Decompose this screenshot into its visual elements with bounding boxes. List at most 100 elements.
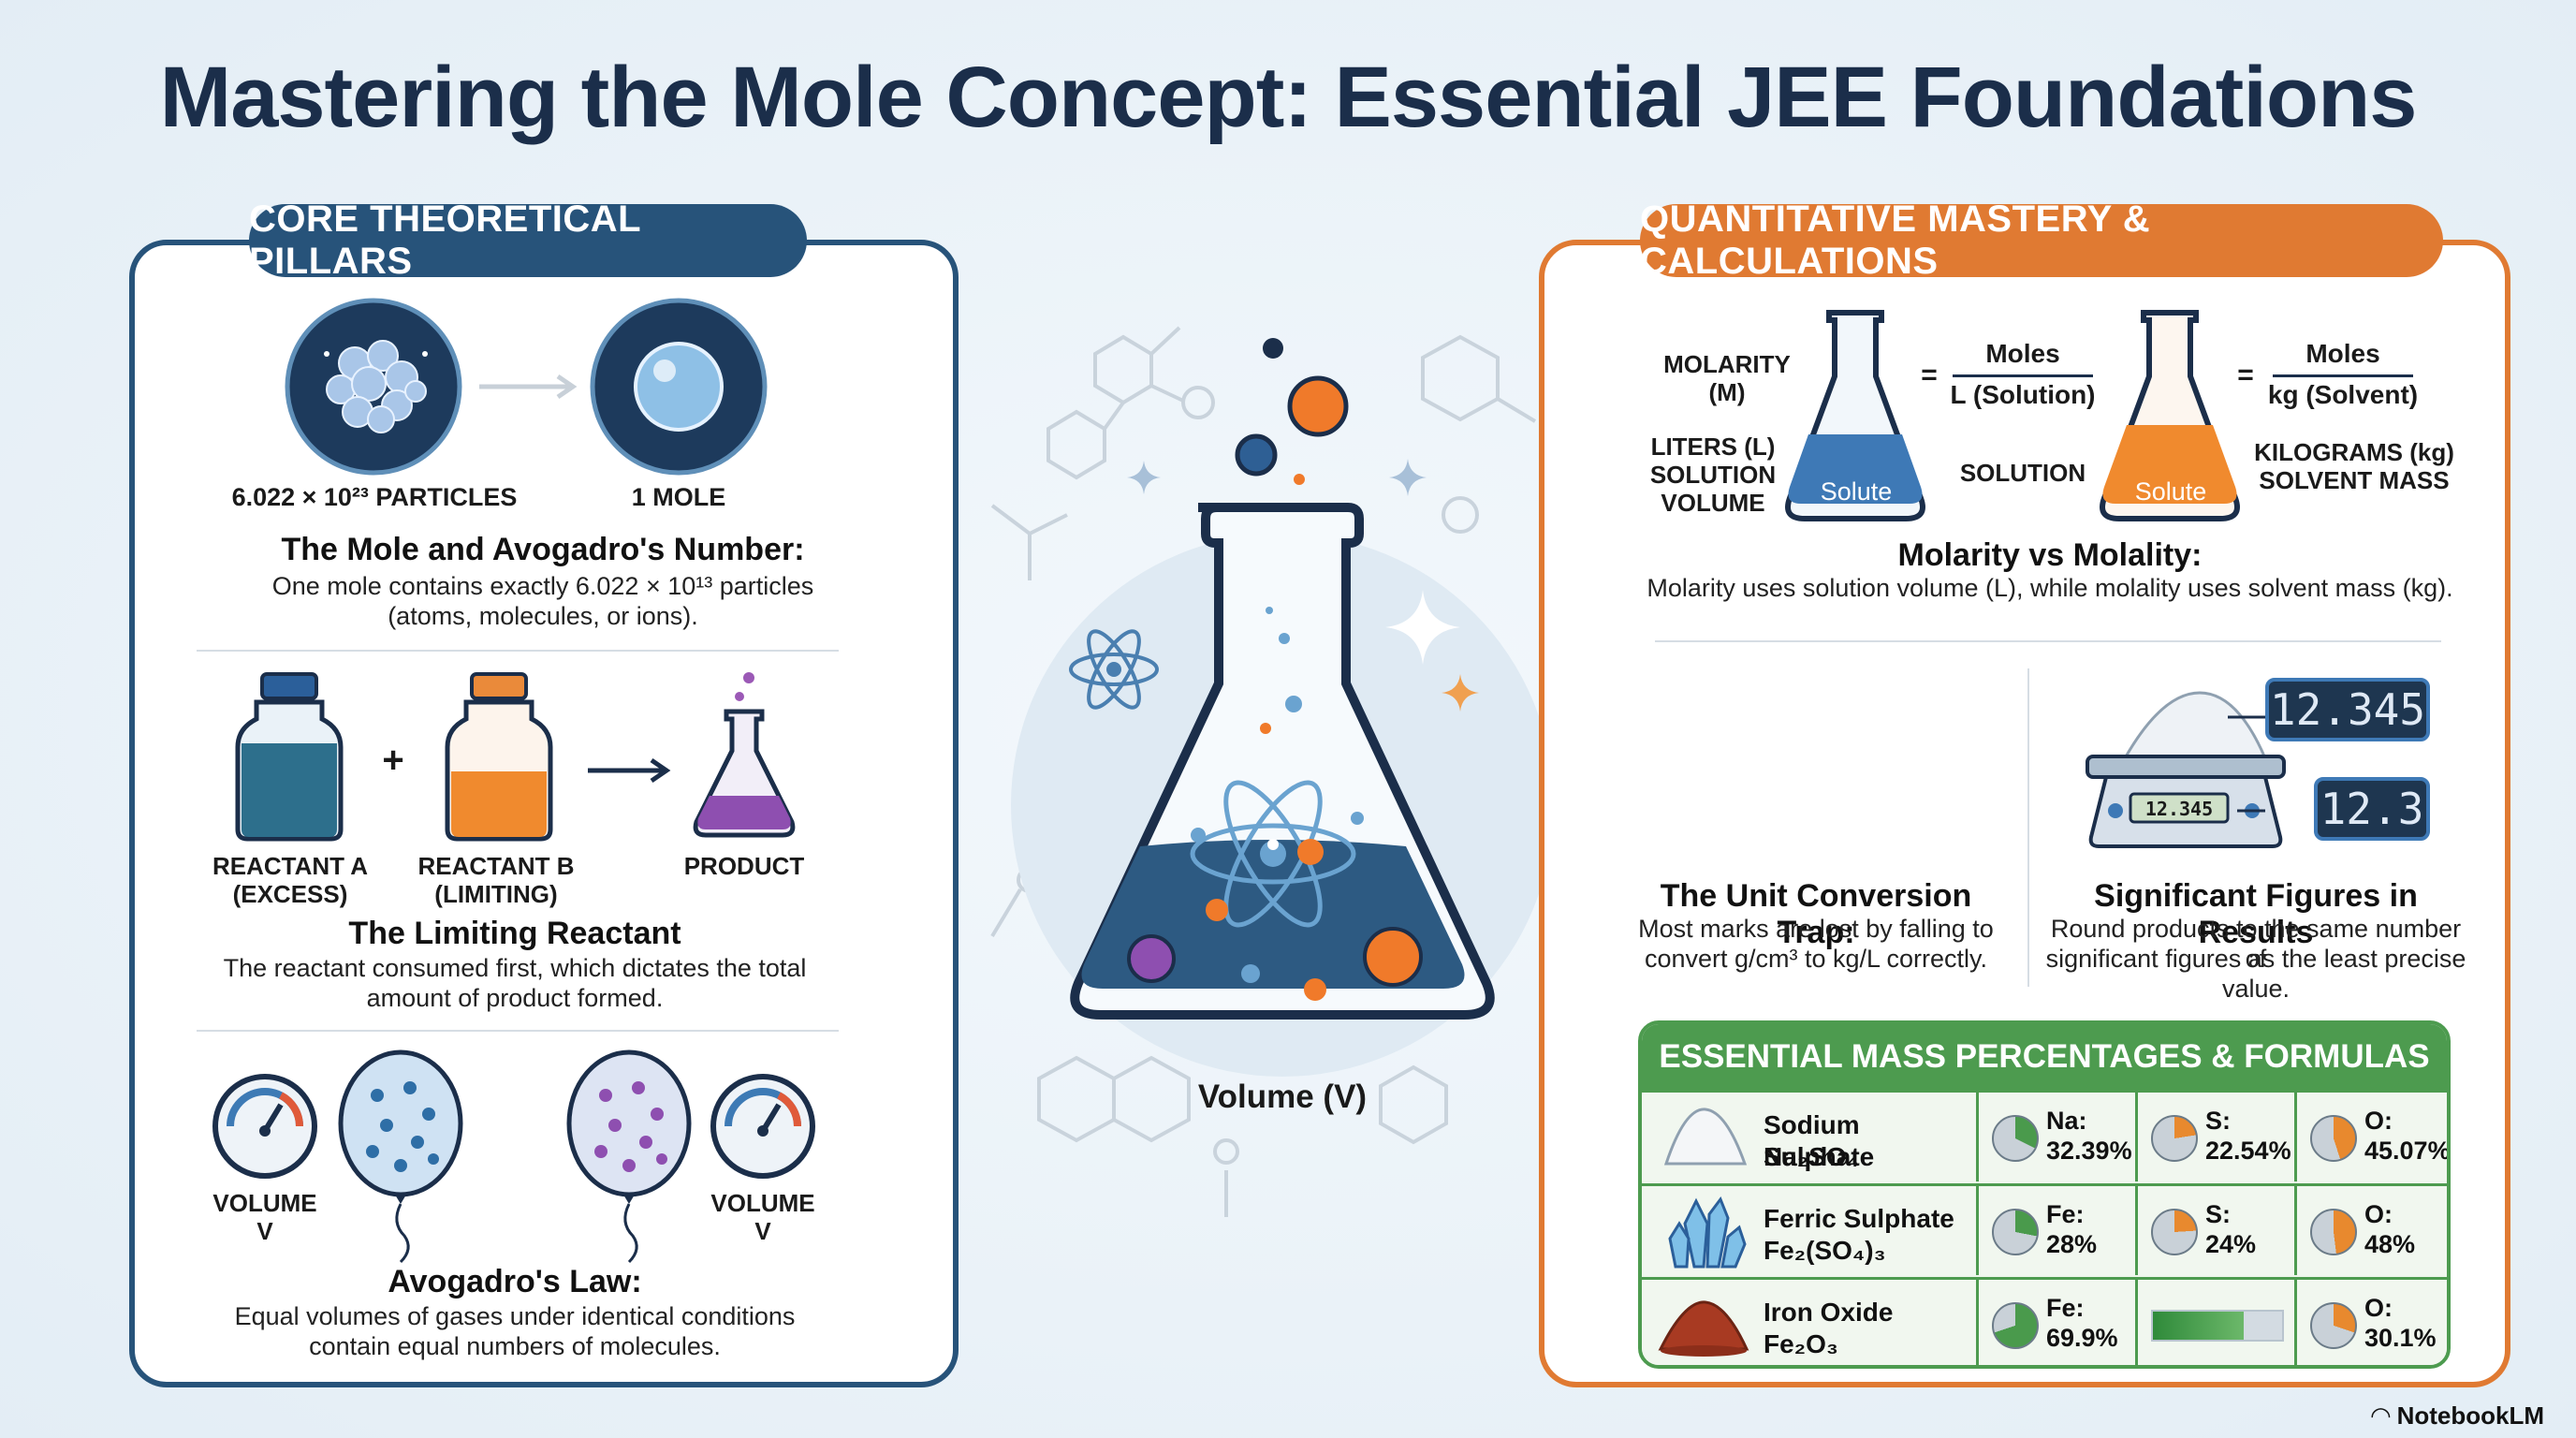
sig-figs-body-1: Round products to the same number of (2050, 915, 2462, 973)
element-label: Na: (2046, 1107, 2087, 1135)
volume-right-label: VOLUME (710, 1189, 815, 1217)
connector-line (2228, 715, 2265, 813)
sparkle-icon (1389, 459, 1427, 496)
notebooklm-logo: ◠ NotebookLM (2371, 1401, 2544, 1431)
digital-scale-icon (2086, 691, 2286, 848)
frac2-numerator: Moles (2305, 339, 2380, 368)
pie-chart-icon (2310, 1115, 2357, 1162)
compound-cell: Sodium Sulphate Na₂SO₄ (1642, 1093, 1979, 1181)
fraction-bar (1953, 374, 2093, 377)
balloon-icon (338, 1049, 463, 1264)
unit-trap-body-2: convert g/cm³ to kg/L correctly. (1644, 945, 1988, 973)
scale-display: 12.345 (2144, 798, 2214, 820)
solution-label: SOLUTION (1959, 459, 2086, 487)
table-row: Sodium Sulphate Na₂SO₄ Na: 32.39% S: 22.… (1642, 1090, 2451, 1181)
pressure-gauge-icon (212, 1074, 317, 1179)
element-value: 32.39% (2046, 1137, 2132, 1165)
compound-cell: Iron Oxide Fe₂O₃ (1642, 1280, 1979, 1365)
avogadro-heading: Avogadro's Law: (388, 1264, 642, 1299)
mole-sphere-icon (590, 298, 768, 476)
pie-chart-icon (1992, 1302, 2039, 1349)
compound-cell: Ferric Sulphate Fe₂(SO₄)₃ (1642, 1186, 1979, 1275)
pct-cell: Na: 32.39% (1979, 1093, 2138, 1181)
mole-body-1: One mole contains exactly 6.022 × 10¹³ p… (271, 572, 814, 600)
equals-sign: = (2237, 360, 2254, 390)
frac1-denominator: L (Solution) (1950, 380, 2096, 409)
table-row: Iron Oxide Fe₂O₃ Fe: 69.9% O: 30.1% (1642, 1277, 2447, 1365)
plus-sign: + (382, 740, 404, 781)
notebook-icon: ◠ (2371, 1401, 2397, 1430)
limiting-body-2: amount of product formed. (366, 984, 664, 1012)
sparkle-icon (1127, 461, 1161, 494)
unit-trap-heading: The Unit Conversion Trap: (1660, 878, 1972, 950)
fraction-bar (2273, 374, 2413, 377)
element-value: 24% (2205, 1230, 2257, 1258)
product-flask-icon (693, 672, 796, 838)
limiting-body-1: The reactant consumed first, which dicta… (223, 954, 807, 982)
element-label: Fe: (2046, 1294, 2085, 1322)
page-title: Mastering the Mole Concept: Essential JE… (159, 50, 2418, 145)
compound-name: Ferric Sulphate (1764, 1204, 1954, 1233)
display-rounded: 12.3 (2314, 777, 2430, 841)
pie-chart-icon (2151, 1115, 2198, 1162)
molarity-flask-icon (1785, 310, 1925, 521)
compound-name: Sodium Sulphate (1764, 1110, 1875, 1171)
kilograms-label-2: SOLVENT MASS (2259, 466, 2450, 494)
divider (1655, 640, 2441, 642)
rust-powder-icon (1658, 1300, 1749, 1357)
compound-formula: Fe₂(SO₄)₃ (1764, 1236, 1886, 1265)
molarity-body: Molarity uses solution volume (L), while… (1647, 574, 2453, 602)
balloon-icon (566, 1049, 692, 1264)
pct-cell: S: 24% (2138, 1186, 2297, 1275)
element-value: 69.9% (2046, 1324, 2118, 1352)
liters-label-3: VOLUME (1661, 489, 1765, 517)
mole-body-2: (atoms, molecules, or ions). (388, 602, 698, 630)
compound-formula: Fe₂O₃ (1764, 1329, 1838, 1358)
arrow-right-icon (479, 374, 578, 400)
molality-flask-icon (2100, 310, 2240, 521)
element-value: 28% (2046, 1230, 2098, 1258)
pct-cell: S: 22.54% (2138, 1093, 2297, 1181)
kilograms-label: KILOGRAMS (kg) (2254, 438, 2454, 466)
reactant-a-label: REACTANT A (212, 852, 369, 880)
frac1-numerator: Moles (1985, 339, 2060, 368)
element-value: 30.1% (2364, 1324, 2437, 1352)
particles-label: 6.022 × 10²³ PARTICLES (231, 483, 518, 511)
reactant-a-sub: (EXCESS) (232, 880, 348, 908)
sparkle-icon (1385, 590, 1460, 665)
erlenmeyer-flask-icon (1070, 338, 1495, 1020)
sig-figs-heading: Significant Figures in Results (2094, 878, 2418, 950)
progress-bar-fill (2153, 1312, 2244, 1340)
mole-label: 1 MOLE (631, 483, 726, 511)
particles-sphere-icon (285, 298, 462, 476)
compound-formula: Na₂SO₄ (1764, 1142, 1860, 1171)
pct-cell: O: 30.1% (2297, 1280, 2447, 1365)
compound-name: Iron Oxide (1764, 1298, 1894, 1327)
pct-cell: Fe: 69.9% (1979, 1280, 2138, 1365)
element-label: O: (2364, 1200, 2393, 1228)
volume-left-sub: V (256, 1217, 273, 1245)
element-label: O: (2364, 1107, 2393, 1135)
pie-chart-icon (1992, 1209, 2039, 1255)
divider (197, 1030, 839, 1032)
divider (197, 650, 839, 652)
equals-sign: = (1921, 360, 1938, 390)
molarity-heading: Molarity vs Molality: (1897, 537, 2203, 573)
sig-figs-body-3: value. (2221, 975, 2291, 1003)
mass-table-heading: ESSENTIAL MASS PERCENTAGES & FORMULAS (1642, 1024, 2447, 1090)
volume-left-label: VOLUME (212, 1189, 317, 1217)
product-label: PRODUCT (683, 852, 805, 880)
element-label: S: (2205, 1200, 2231, 1228)
pie-chart-icon (2310, 1209, 2357, 1255)
volume-caption: Volume (V) (1197, 1078, 1368, 1115)
quantitative-pill: QUANTITATIVE MASTERY & CALCULATIONS (1640, 198, 2443, 282)
molarity-label: MOLARITY (1663, 350, 1791, 378)
table-row: Ferric Sulphate Fe₂(SO₄)₃ Fe: 28% S: 24%… (1642, 1183, 2447, 1275)
arrow-right-icon (588, 757, 671, 784)
reactant-b-label: REACTANT B (417, 852, 575, 880)
pct-cell: O: 48% (2297, 1186, 2447, 1275)
pie-chart-icon (2310, 1302, 2357, 1349)
vertical-divider (2027, 668, 2029, 987)
element-value: 45.07% (2364, 1137, 2451, 1165)
avogadro-body-1: Equal volumes of gases under identical c… (234, 1302, 796, 1330)
